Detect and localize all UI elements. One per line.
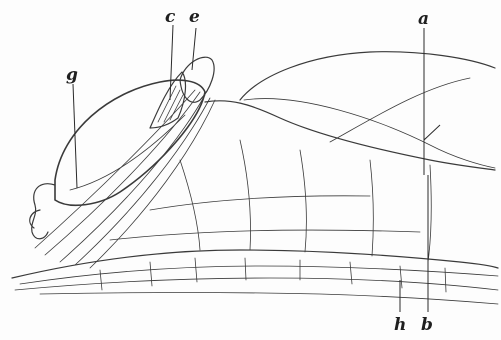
- label-b: b: [421, 315, 433, 335]
- ventral-plate-line-3: [40, 293, 498, 305]
- muscle-fibers: [35, 90, 215, 268]
- ventral-plate-line-2: [15, 278, 498, 290]
- label-c: c: [165, 7, 176, 27]
- leader-a-branch: [424, 125, 440, 140]
- ventral-segments: [100, 258, 446, 292]
- body-lower-outline: [12, 250, 498, 278]
- label-a: a: [418, 9, 429, 29]
- dorsal-shell-outline: [240, 52, 495, 100]
- label-g: g: [66, 65, 78, 85]
- ventral-plate-line-1: [20, 266, 498, 284]
- mouthparts: [30, 184, 55, 239]
- label-h: h: [394, 315, 406, 335]
- leader-c: [170, 25, 173, 100]
- dorsal-shell-rib: [330, 78, 470, 142]
- leader-e: [192, 28, 196, 70]
- dorsal-shell-inner: [244, 99, 495, 168]
- label-e: e: [189, 7, 200, 27]
- body-upper-outline: [205, 101, 495, 170]
